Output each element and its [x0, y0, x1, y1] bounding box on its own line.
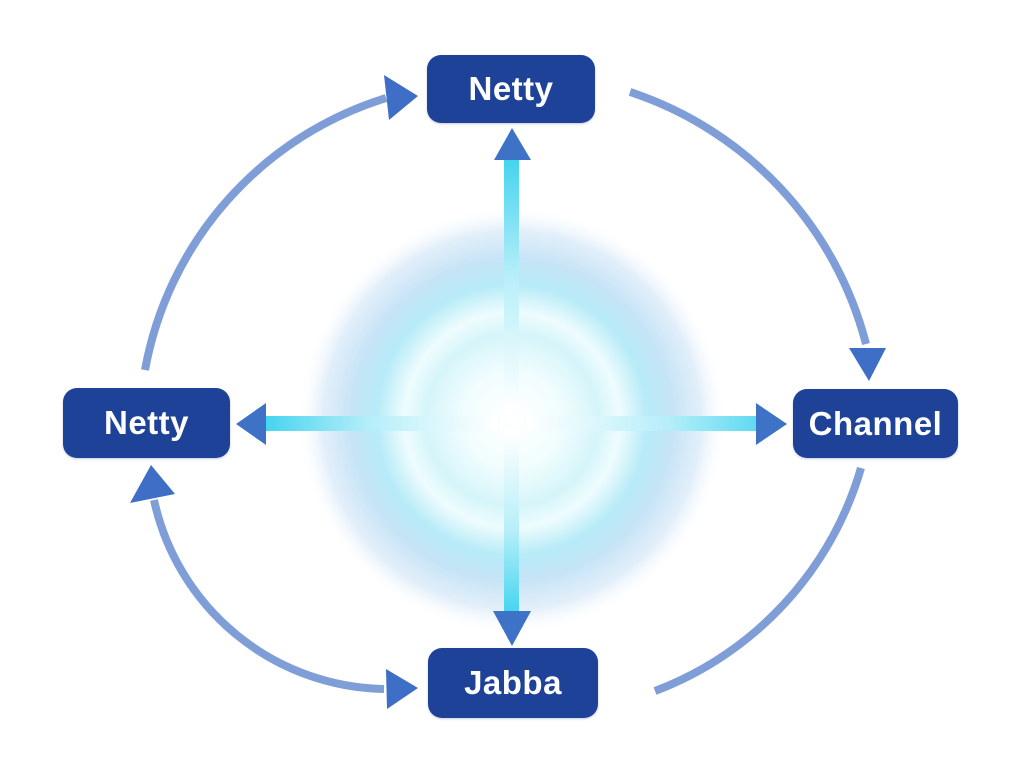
- node-left-label: Netty: [103, 404, 190, 441]
- beam-arrowhead-top-icon: [494, 128, 531, 160]
- node-top-netty: Netty: [427, 55, 595, 123]
- beam-arrowhead-left-icon: [236, 403, 266, 445]
- beam-hub-to-top: [504, 158, 519, 414]
- beam-arrowhead-bottom-icon: [493, 611, 531, 646]
- node-bottom-jabba: Jabba: [428, 648, 598, 718]
- arc-left-to-top: [141, 94, 388, 371]
- node-top-label: Netty: [468, 70, 554, 107]
- hub-glow-orb: [297, 205, 727, 635]
- arc-arrowhead-into-right-icon: [849, 348, 886, 381]
- arc-arrowhead-into-left-icon: [130, 465, 175, 503]
- node-right-label: Channel: [808, 404, 943, 442]
- beam-hub-to-right: [527, 416, 758, 431]
- beam-hub-to-bottom: [504, 430, 519, 613]
- arc-arrowhead-into-top-icon: [384, 75, 418, 120]
- node-bottom-label: Jabba: [464, 664, 562, 701]
- beam-arrowhead-right-icon: [756, 403, 787, 445]
- arc-right-to-bottom: [653, 466, 865, 695]
- beam-hub-to-left: [264, 416, 497, 431]
- node-right-channel: Channel: [793, 389, 958, 458]
- arc-arrowhead-into-bottom-icon: [386, 669, 418, 709]
- node-left-netty: Netty: [63, 388, 230, 458]
- arc-top-to-right: [628, 88, 870, 346]
- arc-left-to-bottom: [150, 499, 385, 693]
